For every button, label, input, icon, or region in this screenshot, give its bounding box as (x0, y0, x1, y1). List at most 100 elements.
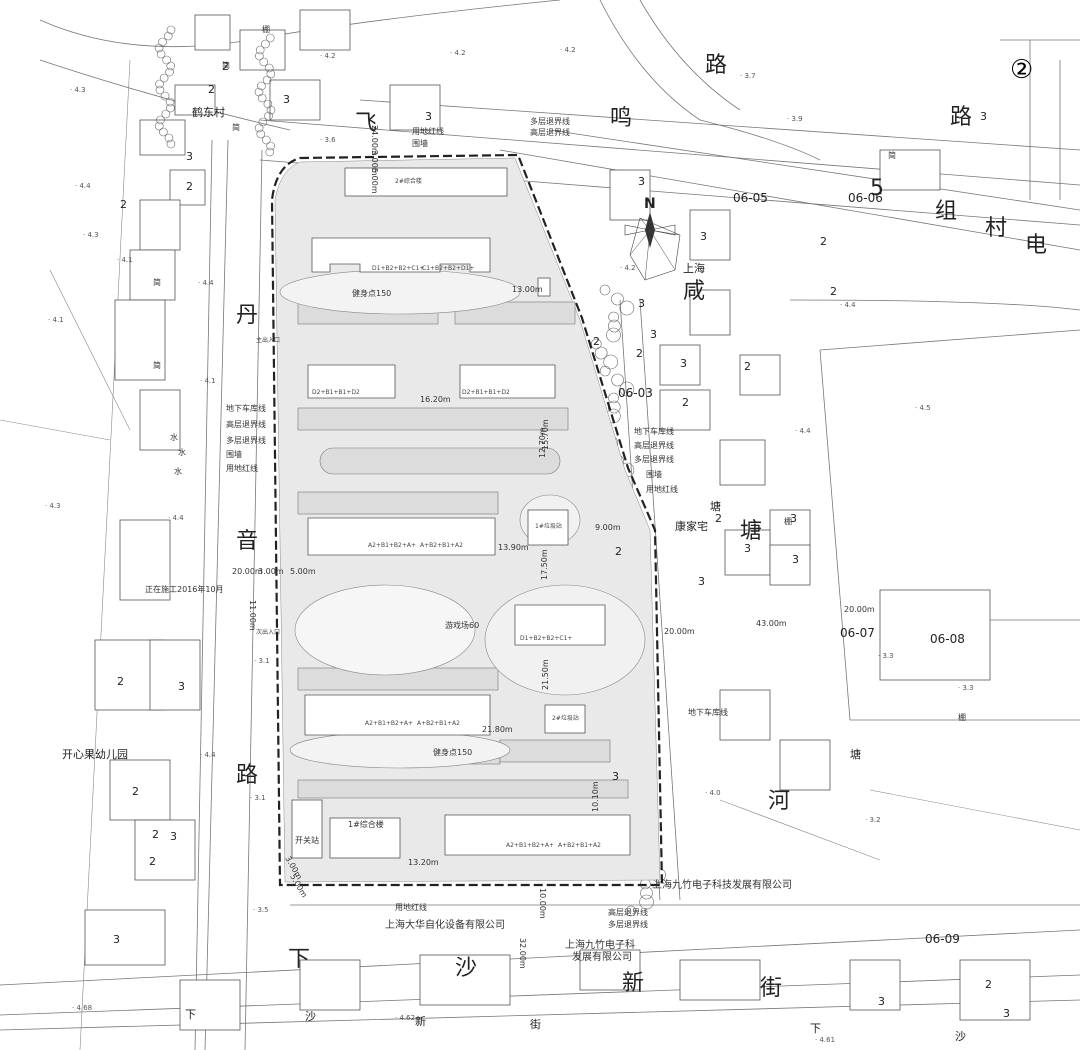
elevation-value: · 4.5 (915, 404, 931, 412)
tree-symbol (254, 123, 264, 133)
tree-symbol (262, 75, 272, 85)
floor-count: 2 (120, 198, 127, 211)
small-label: 水 (178, 447, 186, 457)
floor-count: 2 (208, 83, 215, 96)
elevation-value: · 4.62 (395, 1014, 415, 1022)
small-label: 简 (153, 277, 161, 287)
line-label: 围墙 (226, 449, 242, 459)
dim: 24.00m (370, 125, 379, 156)
dim: 20.00m (232, 567, 263, 576)
elevation-value: · 4.4 (200, 751, 216, 759)
road-char: 沙 (455, 956, 477, 981)
floor-count: 3 (638, 175, 645, 188)
floor-count: 3 (425, 110, 432, 123)
parcel-labels: 06-05 06-06 06-03 06-07 06-08 06-09 (618, 191, 965, 946)
tree-symbol (262, 135, 271, 145)
spot-elevations: · 4.2· 4.2· 4.2· 4.3· 4.4· 4.3· 4.1· 4.1… (45, 46, 974, 1044)
building-type: D2+B1+B1+D2 (312, 389, 360, 396)
dim: 5.00m (370, 168, 379, 194)
road-char: 路 (236, 763, 258, 788)
tree-symbol (640, 886, 653, 900)
tree-symbol (603, 354, 618, 370)
floor-count: 3 (790, 512, 797, 525)
tree-symbol (265, 33, 275, 43)
tree-symbol (264, 111, 273, 121)
elevation-value: · 4.3 (45, 502, 61, 510)
elevation-value: · 4.1 (48, 316, 64, 324)
dim: 10.00m (538, 888, 547, 919)
building-type: D1+B2+B2+C1+ (372, 265, 424, 272)
elevation-value: · 4.2 (620, 264, 636, 272)
floor-count: 2 (186, 180, 193, 193)
tree-symbol (608, 311, 619, 323)
small-label: 简 (232, 122, 240, 132)
floor-count: 2 (744, 360, 751, 373)
floor-count: 3 (878, 995, 885, 1008)
parcel-code: 06-07 (840, 626, 875, 640)
waste-station-label: 2#垃圾站 (552, 714, 579, 722)
site-feature-labels: 健身点150 健身点150 游戏场60 2#综合楼 1#综合楼 开关站 1#垃圾… (256, 177, 579, 845)
small-label: 棚 (784, 516, 792, 526)
road-char: 沙 (955, 1030, 966, 1043)
road-char: 飞 (355, 111, 377, 136)
floor-count: 3 (113, 933, 120, 946)
line-label: 高层退界线 (608, 907, 648, 917)
dim: 11.00m (248, 600, 257, 631)
small-label: 棚 (958, 712, 966, 722)
floor-count: 3 (792, 553, 799, 566)
line-label: 围墙 (412, 138, 428, 148)
waste-station-label: 1#垃圾站 (535, 522, 562, 530)
fitness-label: 健身点150 (352, 288, 391, 298)
elevation-value: · 3.3 (958, 684, 974, 692)
tree-symbol (263, 99, 273, 109)
floor-count: 2 (820, 235, 827, 248)
company-jiuzhu-right: 上海九竹电子科技发展有限公司 (652, 878, 792, 891)
line-label: 用地红线 (395, 902, 427, 912)
building-type: D1+B2+B2+C1+ (520, 635, 572, 642)
road-char: 组 (935, 199, 957, 224)
dim: 9.00m (595, 523, 621, 532)
road-char: 河 (768, 789, 790, 814)
company-jiuzhu-bottom-2: 发展有限公司 (572, 950, 632, 963)
construction-note: 正在施工2016年10月 (145, 584, 224, 594)
place-kindergarten: 开心果幼儿园 (62, 748, 128, 761)
tree-symbol (257, 93, 267, 103)
road-char: 路 (705, 53, 727, 78)
elevation-value: · 4.61 (815, 1036, 835, 1044)
line-label: 地下车库线 (226, 403, 266, 413)
switch-station-label: 开关站 (295, 835, 319, 845)
floor-count: 3 (170, 830, 177, 843)
elevation-value: · 4.4 (198, 279, 214, 287)
tree-symbol (161, 109, 171, 119)
surrounding-buildings (84, 9, 1031, 1031)
tree-symbol (154, 43, 164, 53)
tree-symbol (254, 87, 264, 97)
tree-symbol (164, 133, 174, 143)
line-label: 用地红线 (226, 463, 258, 473)
dim: 13.20m (408, 858, 439, 867)
tree-symbol (599, 284, 611, 296)
floor-count: 3 (638, 297, 645, 310)
road-labels: 飞 鸣 路 路 5 组 村 电 丹 音 路 下 沙 新 街 下 沙 新 街 下 … (185, 53, 1047, 1043)
elevation-value: · 3.5 (253, 906, 269, 914)
line-label: 地下车库线 (688, 707, 728, 717)
tree-symbol (166, 139, 176, 149)
tree-symbol (266, 105, 276, 115)
tree-symbol (625, 905, 637, 917)
complex2-label: 2#综合楼 (395, 177, 422, 185)
building-type: A2+B1+B2+A+ (506, 842, 554, 849)
tree-symbol (166, 25, 176, 35)
floor-count: 2 (830, 285, 837, 298)
parcel-code: 06-06 (848, 191, 883, 205)
elevation-value: · 4.4 (168, 514, 184, 522)
elevation-value: · 3.7 (740, 72, 756, 80)
line-label: 围墙 (646, 469, 662, 479)
line-label: 地下车库线 (634, 426, 674, 436)
small-label: 简 (153, 360, 161, 370)
tree-symbol (156, 115, 165, 125)
elevation-value: · 4.3 (70, 86, 86, 94)
tree-symbol (159, 127, 168, 137)
tree-symbol (259, 57, 269, 67)
line-label: 多层退界线 (226, 435, 266, 445)
tree-symbol (156, 49, 166, 59)
